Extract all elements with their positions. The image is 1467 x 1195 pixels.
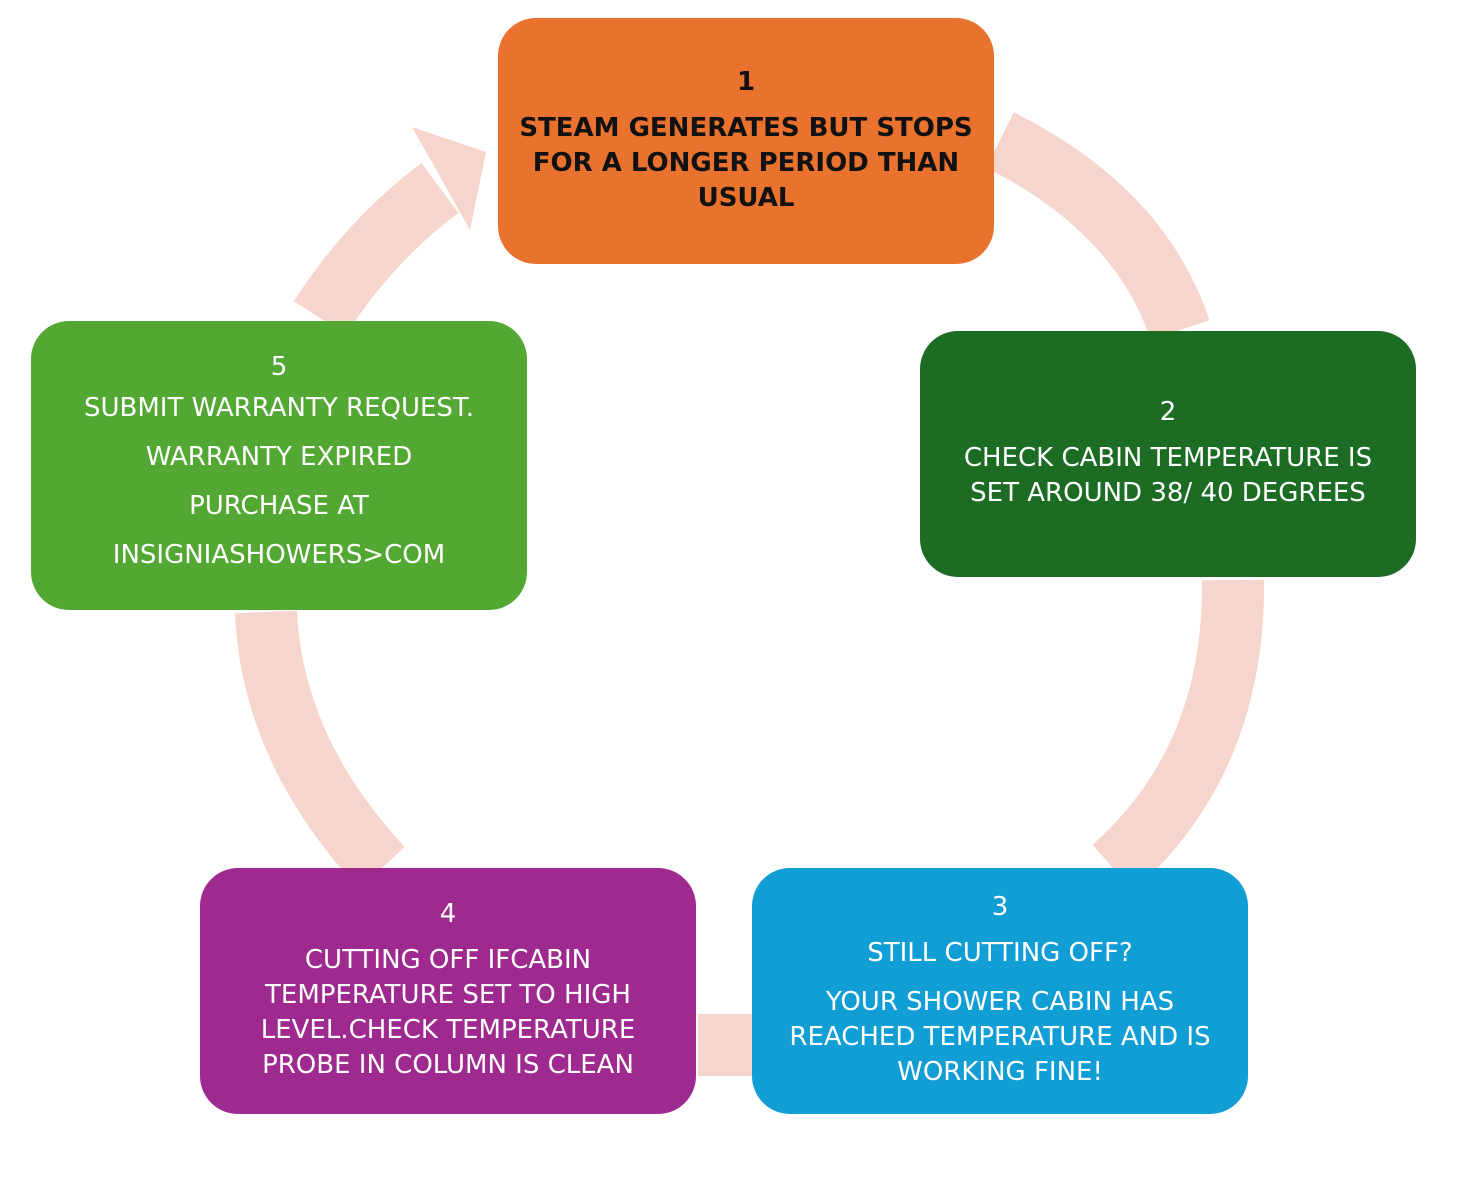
step-2-box: 2 CHECK CABIN TEMPERATURE IS SET AROUND … [920,331,1416,577]
step-5-line: PURCHASE AT [189,490,369,521]
step-2-line: SET AROUND 38/ 40 DEGREES [970,478,1366,508]
step-3-line: REACHED TEMPERATURE AND IS [789,1022,1211,1052]
step-5-box: 5 SUBMIT WARRANTY REQUEST. WARRANTY EXPI… [31,321,527,610]
step-4-line: LEVEL.CHECK TEMPERATURE [260,1015,636,1045]
arc-5-to-1 [293,163,459,335]
step-1-number: 1 [736,66,756,97]
step-5-line: WARRANTY EXPIRED [145,441,413,472]
step-3-line: YOUR SHOWER CABIN HAS [825,987,1175,1017]
step-3-number: 3 [991,892,1009,922]
arc-4-to-5 [235,610,405,890]
step-4-line: CUTTING OFF IFCABIN [304,945,592,975]
arrow-head-to-step-1 [412,127,486,230]
step-4-line: TEMPERATURE SET TO HIGH [265,980,631,1010]
step-2-number: 2 [1159,397,1177,427]
step-3-box: 3 STILL CUTTING OFF? YOUR SHOWER CABIN H… [752,868,1248,1114]
step-1-line: STEAM GENERATES BUT STOPS [519,112,973,143]
step-4-number: 4 [439,899,457,929]
step-4-line: PROBE IN COLUMN IS CLEAN [262,1050,634,1080]
step-1-box: 1 STEAM GENERATES BUT STOPS FOR A LONGER… [498,18,994,264]
step-5-line: SUBMIT WARRANTY REQUEST. [83,392,474,423]
step-1-line: USUAL [697,182,795,213]
arc-2-to-3 [1092,579,1265,892]
step-4-box: 4 CUTTING OFF IFCABIN TEMPERATURE SET TO… [200,868,696,1114]
step-2-line: CHECK CABIN TEMPERATURE IS [963,443,1373,473]
step-5-number: 5 [270,351,288,382]
step-5-line: INSIGNIASHOWERS>COM [112,539,446,570]
step-3-line: WORKING FINE! [897,1057,1103,1087]
step-3-question: STILL CUTTING OFF? [867,938,1133,968]
arc-1-to-2 [985,112,1210,341]
step-1-line: FOR A LONGER PERIOD THAN [532,147,960,178]
